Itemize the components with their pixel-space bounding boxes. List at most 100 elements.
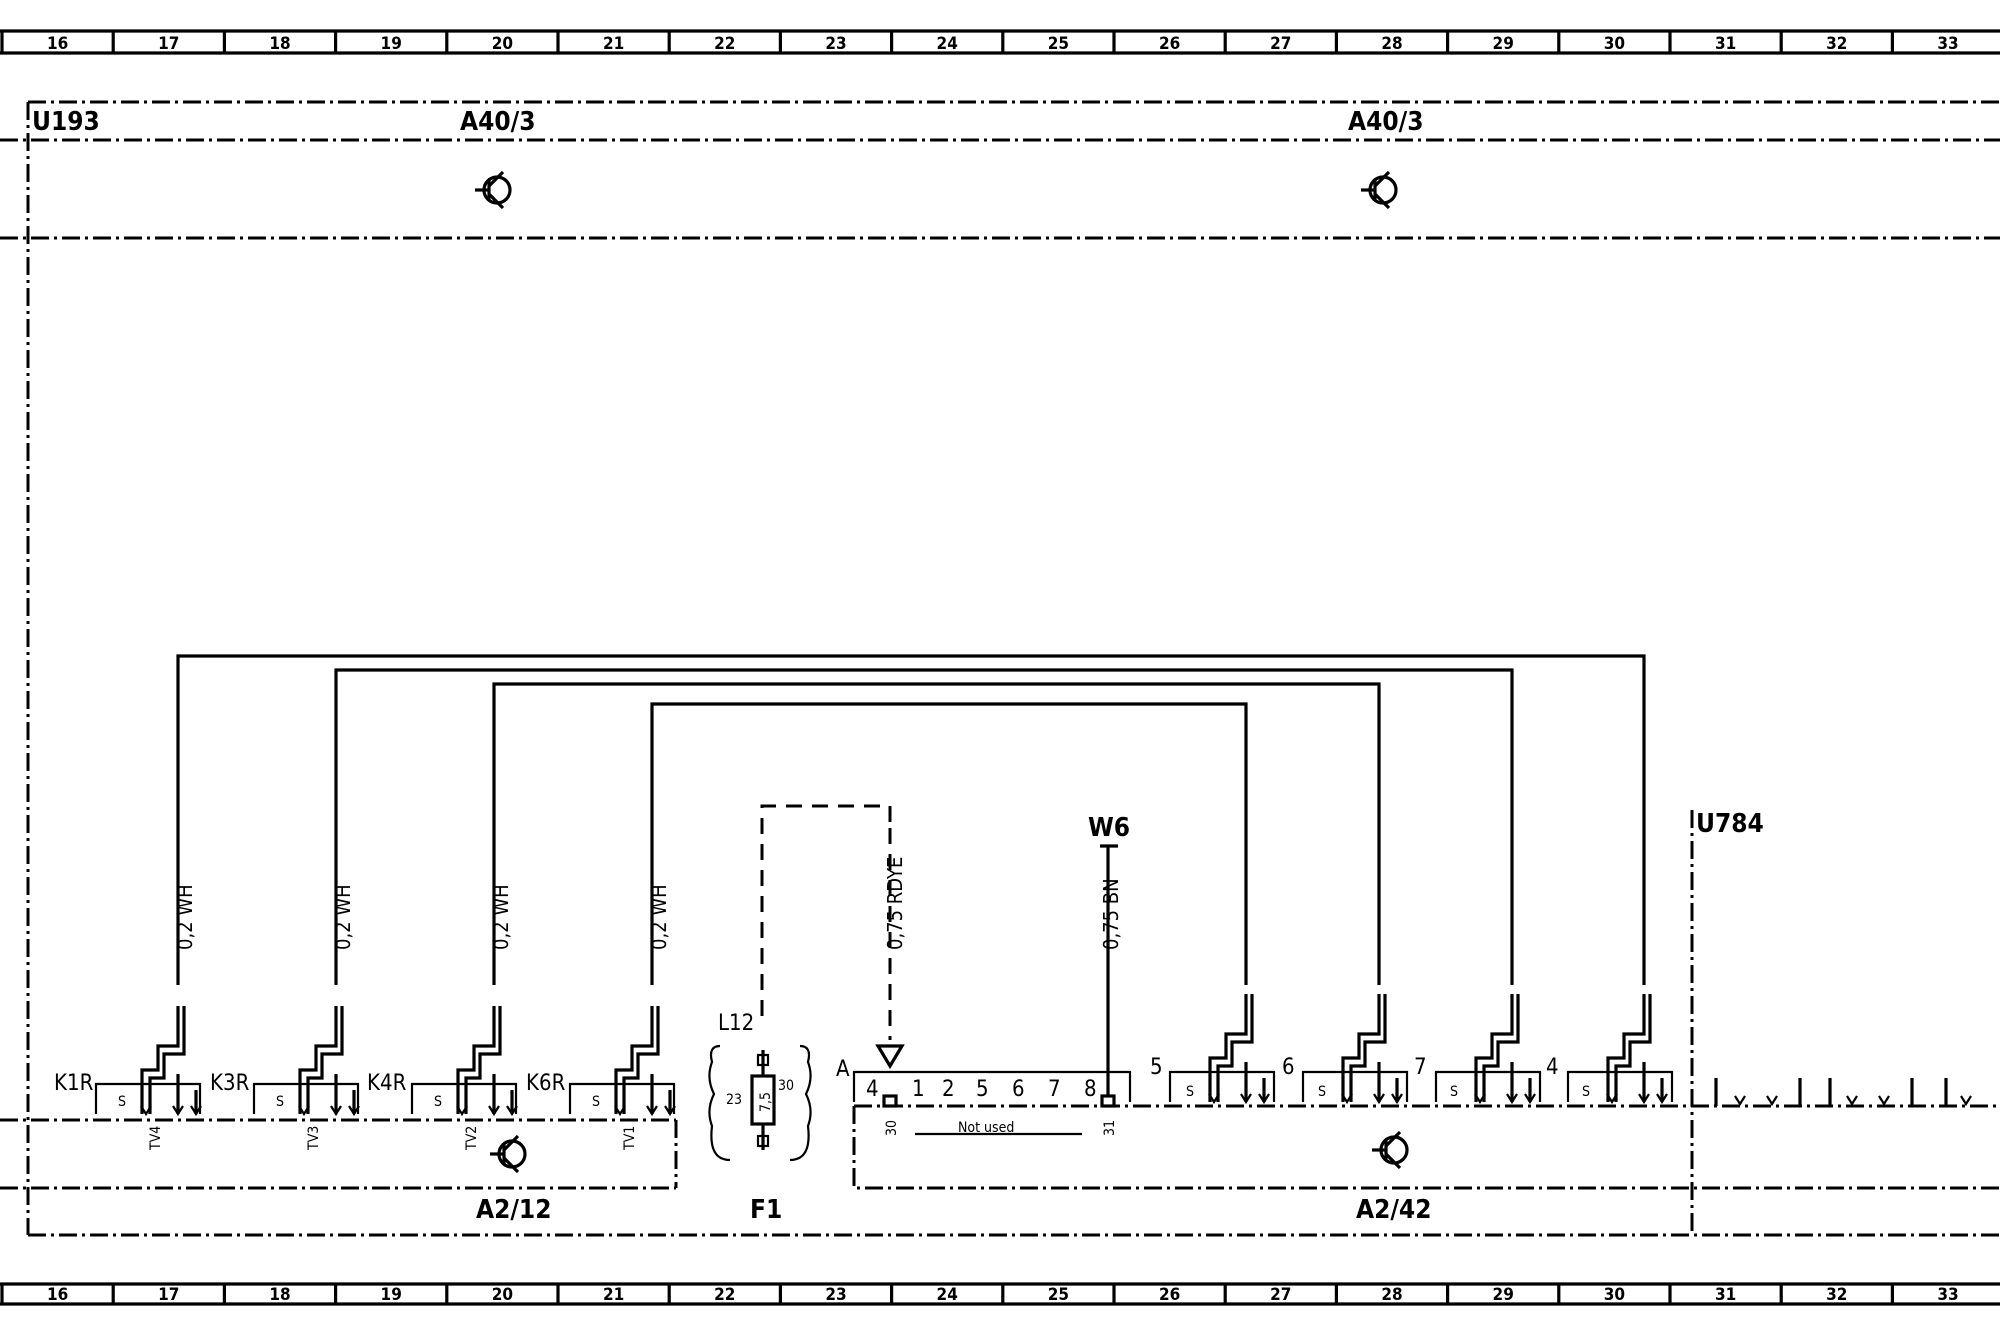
electronic-symbol-icon bbox=[490, 1134, 527, 1174]
ruler-column-label: 20 bbox=[492, 34, 513, 54]
shielded-wire bbox=[1474, 994, 1514, 1102]
pin-arrow bbox=[1208, 1093, 1220, 1105]
connector-box bbox=[410, 1082, 518, 1114]
ruler-column-label: 17 bbox=[158, 1285, 179, 1305]
ruler-column-label: 18 bbox=[269, 34, 290, 54]
ruler-column-label: 22 bbox=[714, 1285, 735, 1305]
ruler-column-label: 32 bbox=[1826, 1285, 1847, 1305]
ruler-column-label: 19 bbox=[381, 1285, 402, 1305]
pin-arrow bbox=[614, 1105, 626, 1117]
terminal-arrow bbox=[1846, 1095, 1858, 1107]
connector-a-pin: 5 bbox=[976, 1077, 989, 1102]
module-label-a2-42: A2/42 bbox=[1356, 1195, 1431, 1225]
connector-a-pin: 4 bbox=[866, 1077, 879, 1102]
module-frame bbox=[0, 100, 2000, 1237]
ruler-column-label: 18 bbox=[269, 1285, 290, 1305]
shield-marker: S bbox=[1582, 1084, 1590, 1100]
connector-box bbox=[568, 1082, 676, 1114]
shielded-wire bbox=[1341, 994, 1381, 1102]
ruler-column-label: 28 bbox=[1381, 34, 1402, 54]
ruler-column-label: 20 bbox=[492, 1285, 513, 1305]
connector-a-pin: 7 bbox=[1048, 1077, 1061, 1102]
u784-terminals bbox=[1714, 1078, 1972, 1107]
ruler-column-label: 21 bbox=[603, 1285, 624, 1305]
pin-arrow bbox=[1524, 1093, 1536, 1105]
ruler-column-label: 33 bbox=[1937, 1285, 1958, 1305]
pin-arrow bbox=[1656, 1093, 1668, 1105]
module-label-a40-left: A40/3 bbox=[460, 107, 535, 137]
ruler-column-label: 24 bbox=[937, 1285, 958, 1305]
connector-label-k3r: K3R bbox=[210, 1071, 250, 1096]
connector-label-k1r: K1R bbox=[54, 1071, 94, 1096]
ruler-column-label: 30 bbox=[1604, 1285, 1625, 1305]
electronic-symbol-icon bbox=[1372, 1130, 1409, 1170]
ruler-column-label: 21 bbox=[603, 34, 624, 54]
pin-arrow bbox=[348, 1105, 360, 1117]
module-label-a40-right: A40/3 bbox=[1348, 107, 1423, 137]
connector-label-7: 7 bbox=[1414, 1055, 1427, 1080]
shielded-wire bbox=[1208, 994, 1248, 1102]
connector-box bbox=[252, 1082, 360, 1114]
shielded-wire bbox=[622, 1006, 660, 1114]
ruler-column-label: 30 bbox=[1604, 34, 1625, 54]
shielded-wire bbox=[148, 1006, 186, 1114]
connector-label-k4r: K4R bbox=[367, 1071, 407, 1096]
pin-arrow bbox=[140, 1105, 152, 1117]
fuse-label-f1: F1 bbox=[750, 1195, 782, 1225]
pin-arrow bbox=[330, 1105, 342, 1117]
pin-arrow bbox=[1474, 1093, 1486, 1105]
ruler-column-label: 25 bbox=[1048, 1285, 1069, 1305]
pin-arrow bbox=[1391, 1093, 1403, 1105]
terminal-arrow bbox=[1960, 1095, 1972, 1107]
fuse-pin-right: 30 bbox=[778, 1078, 794, 1094]
shielded-wire bbox=[1349, 994, 1387, 1102]
shield-marker: S bbox=[1318, 1084, 1326, 1100]
pin-arrow bbox=[1240, 1093, 1252, 1105]
ruler-column-label: 31 bbox=[1715, 34, 1736, 54]
fuse-rating: 7,5 bbox=[758, 1092, 774, 1112]
pin-arrow bbox=[190, 1105, 202, 1117]
pin-arrow bbox=[1506, 1093, 1518, 1105]
module-label-a2-12: A2/12 bbox=[476, 1195, 551, 1225]
module-label-u193: U193 bbox=[32, 107, 100, 137]
left-connectors bbox=[94, 1006, 676, 1117]
connector-a-pin: 8 bbox=[1084, 1077, 1097, 1102]
shield-marker: S bbox=[434, 1094, 442, 1110]
connector-a-note: Not used bbox=[958, 1120, 1014, 1136]
ruler-column-label: 27 bbox=[1270, 34, 1291, 54]
shield-marker: S bbox=[276, 1094, 284, 1110]
ruler-column-label: 29 bbox=[1493, 34, 1514, 54]
connector-label-5: 5 bbox=[1150, 1055, 1163, 1080]
wire-label-bn: 0,75 BN bbox=[1099, 878, 1123, 950]
ruler-column-label: 16 bbox=[47, 1285, 68, 1305]
ruler-column-label: 16 bbox=[47, 34, 68, 54]
ruler-column-label: 19 bbox=[381, 34, 402, 54]
pin-arrow bbox=[664, 1105, 676, 1117]
shielded-wire bbox=[1216, 994, 1254, 1102]
module-label-w6: W6 bbox=[1088, 813, 1130, 843]
pin-arrow bbox=[456, 1105, 468, 1117]
shielded-wire bbox=[456, 1006, 496, 1114]
module-box-a2-12 bbox=[0, 1118, 678, 1190]
pin-arrow bbox=[1373, 1093, 1385, 1105]
connector-box bbox=[1434, 1070, 1542, 1102]
connector-label-k6r: K6R bbox=[526, 1071, 566, 1096]
shielded-wire bbox=[140, 1006, 180, 1114]
wire-label-k4r: 0,2 WH bbox=[489, 884, 513, 950]
fuse-pin-left: 23 bbox=[726, 1092, 742, 1108]
shielded-wire bbox=[464, 1006, 502, 1114]
pin-arrow bbox=[1606, 1093, 1618, 1105]
electronic-symbol-icon bbox=[475, 170, 512, 210]
pin-label-tv1: TV1 bbox=[622, 1126, 638, 1151]
module-label-u784: U784 bbox=[1696, 809, 1764, 839]
ruler-column-label: 22 bbox=[714, 34, 735, 54]
wire-label-rdye: 0,75 RDYE bbox=[883, 857, 907, 950]
ruler-column-label: 23 bbox=[825, 1285, 846, 1305]
pin-arrow bbox=[1638, 1093, 1650, 1105]
connector-box bbox=[94, 1082, 202, 1114]
connector-a-pin: 2 bbox=[942, 1077, 955, 1102]
ruler-column-label: 25 bbox=[1048, 34, 1069, 54]
connecting-wires bbox=[176, 654, 1646, 985]
